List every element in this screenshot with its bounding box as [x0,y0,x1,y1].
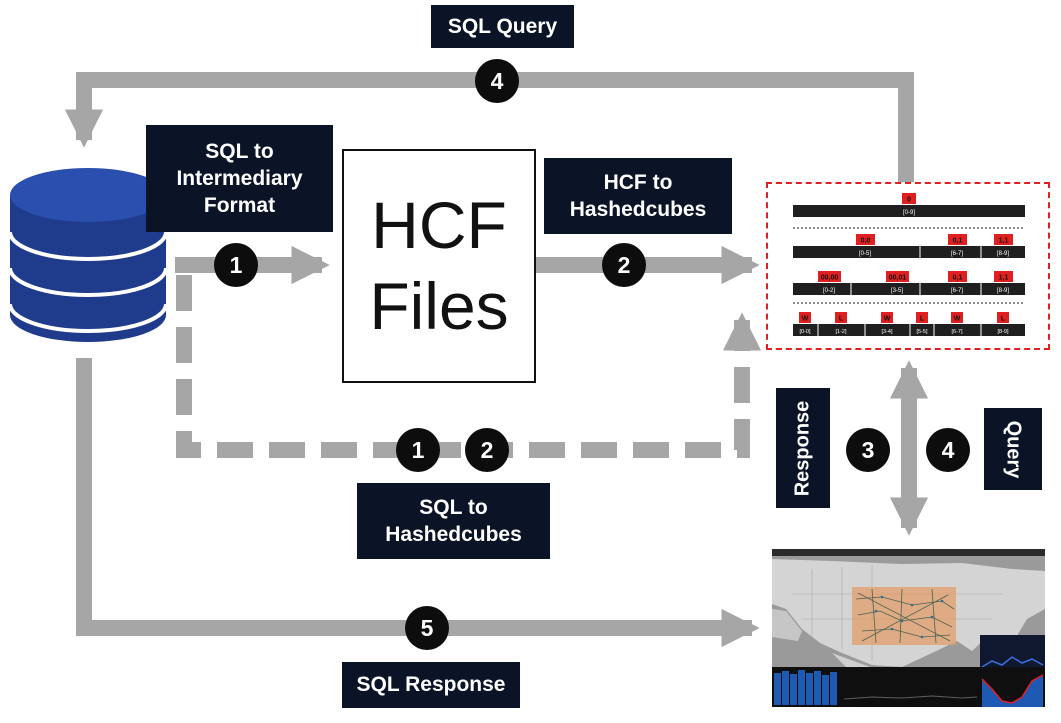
row2-node-2: 1,1 [999,238,1009,245]
step-4-right-circle: 4 [926,428,970,472]
sql-response-arrow [76,358,760,648]
step-5-circle: 5 [405,606,449,650]
row3-range-2: [6-7] [951,288,963,294]
row3-node-1: 00,01 [889,275,907,282]
row3-range-1: [3-5] [891,288,903,294]
step-4-top-circle: 4 [475,59,519,103]
step-3-circle: 3 [846,428,890,472]
row4-node-0: W [802,316,809,323]
sql-to-hashedcubes-dashed-arrow [176,275,762,458]
row2-range-2: [8-9] [997,251,1009,257]
hashedcube-panel: 0 [0-9] 0,0 0,1 1,1 [0-5] [6-7] [8-9] 00… [766,182,1050,350]
row4-range-2: [3-4] [881,329,892,335]
step-2-circle: 2 [602,243,646,287]
query-label-text: Query [1002,420,1025,478]
query-label: Query [984,408,1042,490]
map-image [772,549,1045,707]
step-1-dashed-circle: 1 [396,428,440,472]
row3-node-0: 00,00 [821,275,839,282]
row4-node-1: L [839,316,844,323]
database-icon [8,168,168,342]
row1-range-0: [0-9] [903,210,915,216]
row4-range-4: [6-7] [951,329,962,335]
row4-node-4: W [954,316,961,323]
row4-range-1: [1-2] [835,329,846,335]
row4-node-3: L [920,316,925,323]
row2-node-1: 0,1 [953,238,963,245]
hcf-to-hashedcubes-label: HCF to Hashedcubes [544,158,732,234]
row4-range-3: [5-5] [916,329,927,335]
row2-range-0: [0-5] [859,251,871,257]
sql-to-intermediary-label: SQL to Intermediary Format [146,125,333,232]
row1-node-0: 0 [907,197,911,204]
row2-range-1: [6-7] [951,251,963,257]
row4-node-2: W [884,316,891,323]
row4-range-0: [0-0] [799,329,810,335]
response-label: Response [776,388,830,508]
step-1-circle: 1 [214,243,258,287]
hcf-files-line1: HCF [371,188,507,263]
row3-node-3: 1,1 [999,275,1009,282]
map-visualization [772,549,1045,707]
row3-node-2: 0,1 [953,275,963,282]
row4-node-5: L [1001,316,1006,323]
row2-node-0: 0,0 [861,238,871,245]
sql-response-label: SQL Response [342,662,520,708]
step-2-dashed-circle: 2 [465,428,509,472]
sql-query-label: SQL Query [431,5,574,48]
hcf-files-box: HCF Files [342,149,536,383]
sql-to-hashedcubes-label: SQL to Hashedcubes [357,483,550,559]
row3-range-0: [0-2] [823,288,835,294]
hcf-files-line2: Files [369,269,509,343]
hashedcube-tree: 0 [0-9] 0,0 0,1 1,1 [0-5] [6-7] [8-9] 00… [793,193,1025,336]
response-label-text: Response [791,400,814,496]
row3-range-3: [8-9] [997,288,1009,294]
row4-range-5: [8-9] [997,329,1008,335]
